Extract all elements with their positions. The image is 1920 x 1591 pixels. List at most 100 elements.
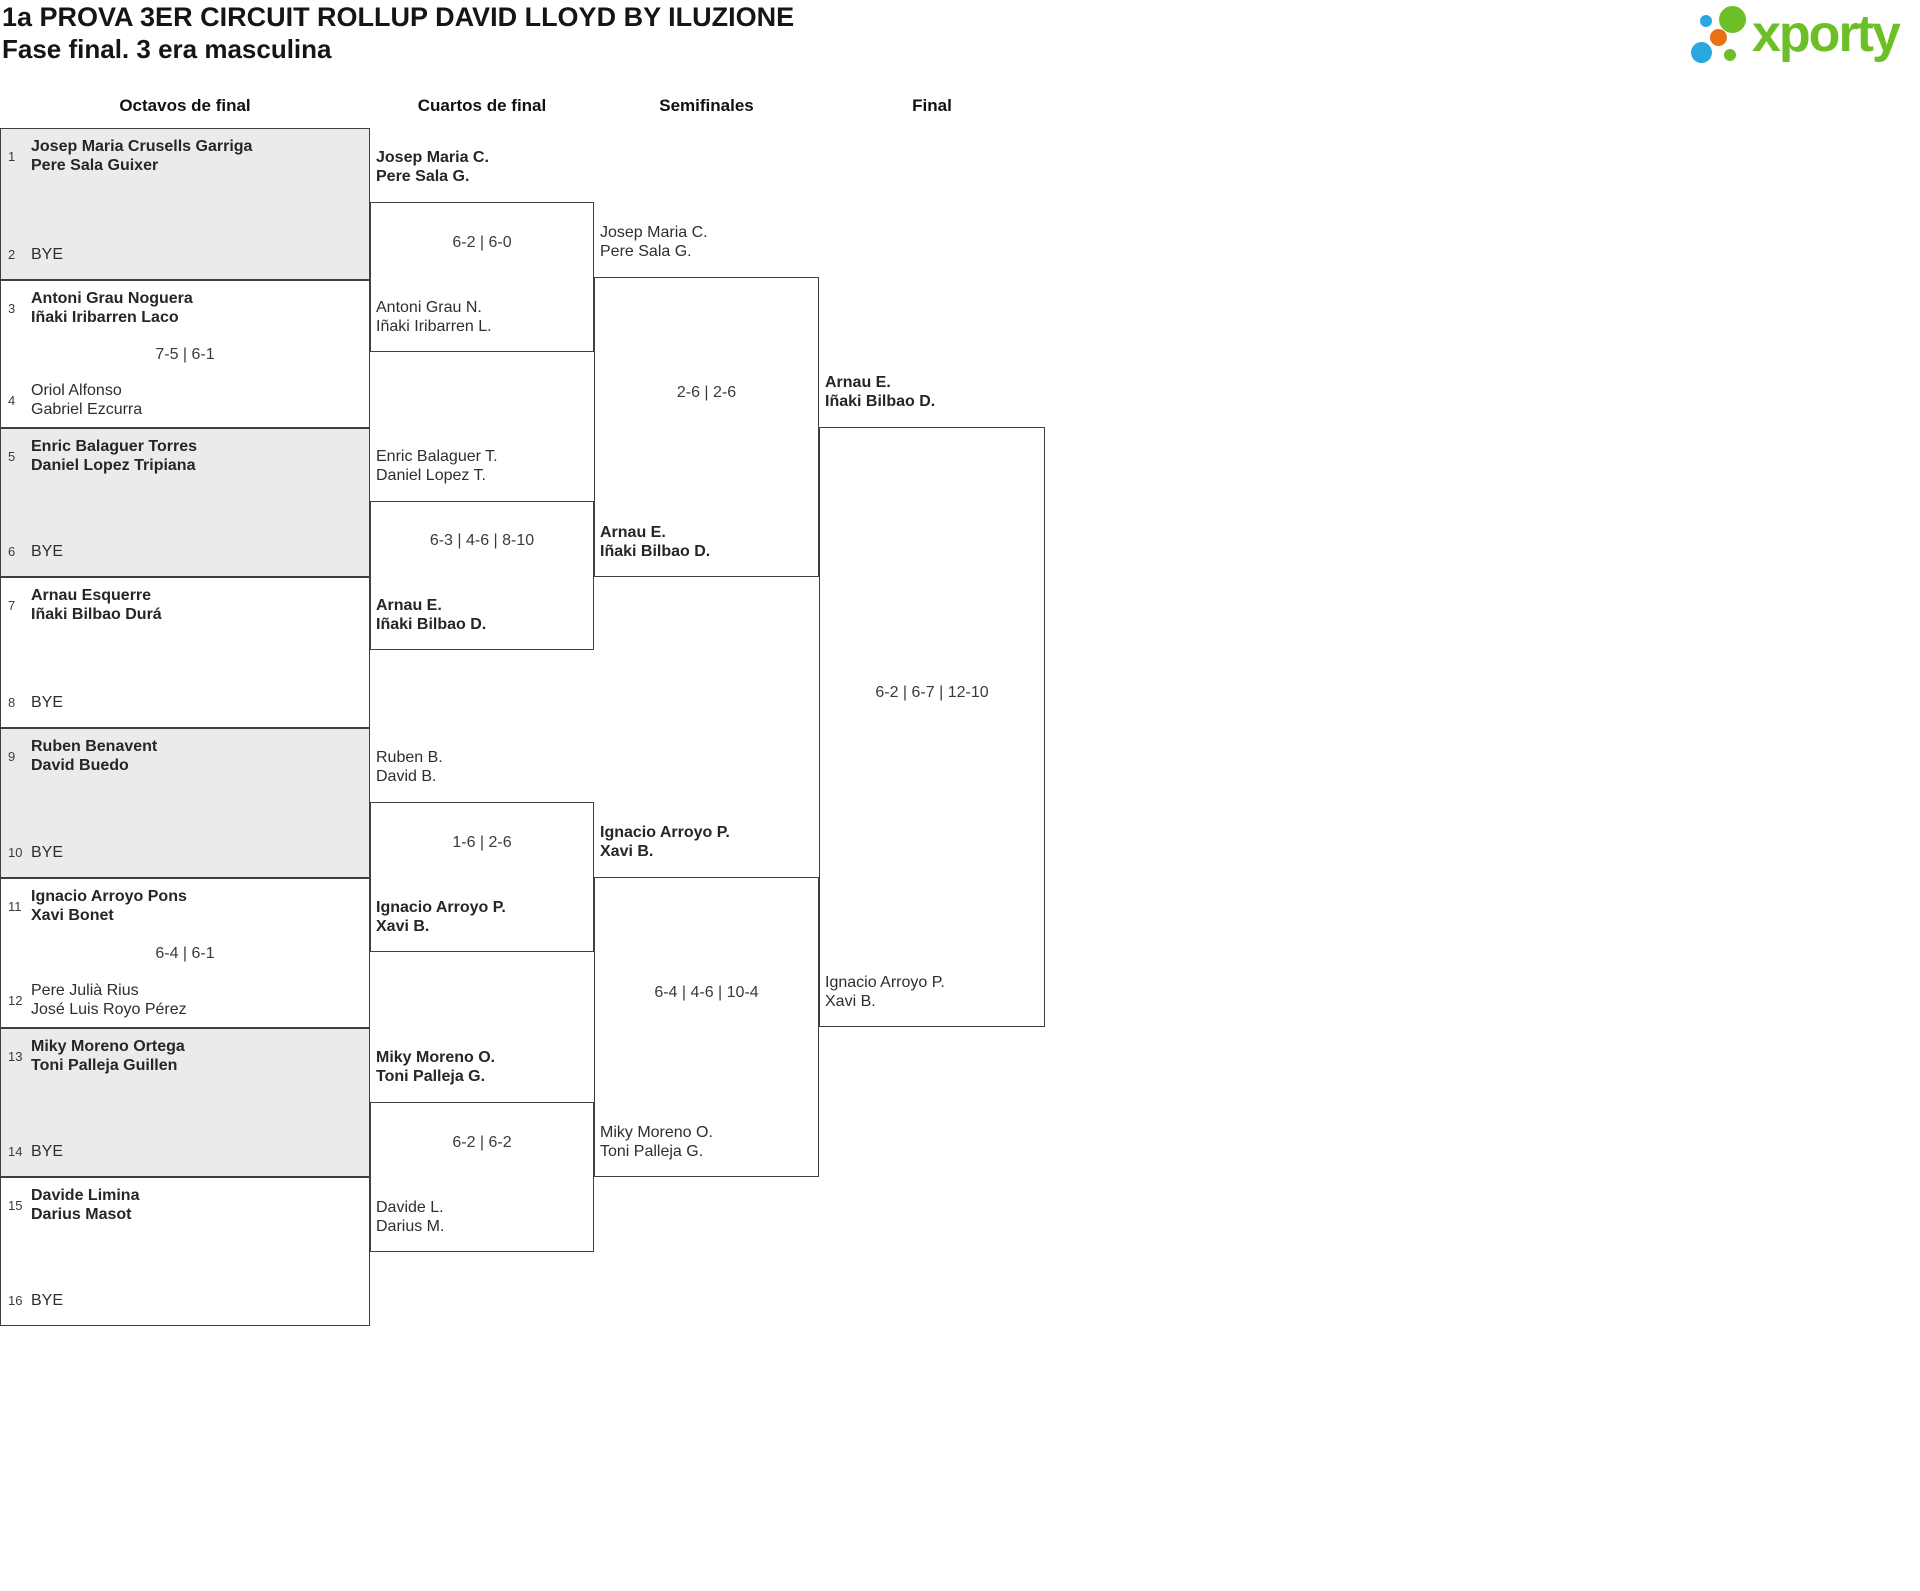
team-slot: 9 Ruben Benavent David Buedo [8, 737, 157, 775]
team-slot: Ignacio Arroyo P. Xavi B. [600, 823, 730, 861]
team-slot: Ignacio Arroyo P. Xavi B. [825, 973, 945, 1011]
team-name: Josep Maria Crusells Garriga [31, 138, 253, 155]
match-box-octavos-2: 3 Antoni Grau Noguera Iñaki Iribarren La… [0, 280, 370, 428]
seed-number: 12 [8, 992, 23, 1008]
team-name: Toni Palleja G. [376, 1068, 486, 1085]
team-name: Iñaki Bilbao D. [600, 543, 711, 560]
team-name: Antoni Grau Noguera [31, 290, 193, 307]
team-name: Xavi Bonet [31, 907, 114, 924]
team-name: Daniel Lopez T. [376, 467, 486, 484]
team-slot: 6 BYE [8, 542, 63, 561]
connector-semifinal-2 [594, 877, 819, 1177]
team-slot: 13 Miky Moreno Ortega Toni Palleja Guill… [8, 1037, 185, 1075]
seed-number: 13 [8, 1048, 23, 1064]
match-box-octavos-5: 9 Ruben Benavent David Buedo 10 BYE [0, 728, 370, 878]
match-box-octavos-6: 11 Ignacio Arroyo Pons Xavi Bonet 6-4 | … [0, 878, 370, 1028]
team-name: Iñaki Bilbao D. [825, 393, 936, 410]
logo-dot-blue-small [1700, 15, 1712, 27]
seed-number: 6 [8, 544, 16, 559]
team-name: Darius M. [376, 1218, 445, 1235]
team-name: Miky Moreno O. [376, 1049, 496, 1066]
team-name: Iñaki Bilbao D. [376, 616, 487, 633]
team-slot: Ruben B. David B. [376, 748, 443, 786]
match-score: 7-5 | 6-1 [155, 346, 215, 363]
seed-number: 14 [8, 1144, 23, 1159]
connector-cuartos-2 [370, 501, 594, 650]
match-box-octavos-1: 1 Josep Maria Crusells Garriga Pere Sala… [0, 128, 370, 280]
logo-dot-blue-large [1691, 42, 1712, 63]
team-name: José Luis Royo Pérez [31, 1001, 187, 1018]
team-name: Ruben Benavent [31, 738, 158, 755]
round-header-octavos: Octavos de final [119, 96, 251, 115]
team-name: Enric Balaguer T. [376, 448, 498, 465]
match-score: 6-3 | 4-6 | 8-10 [429, 532, 535, 549]
team-slot: Josep Maria C. Pere Sala G. [600, 223, 708, 261]
team-name: Iñaki Iribarren L. [376, 318, 492, 335]
logo-wordmark: xporty [1752, 5, 1901, 63]
match-score: 6-4 | 6-1 [155, 945, 215, 962]
team-slot: Miky Moreno O. Toni Palleja G. [376, 1048, 495, 1086]
team-name: Josep Maria C. [376, 149, 489, 166]
team-name: Davide Limina [31, 1187, 140, 1204]
seed-number: 1 [8, 148, 16, 164]
phase-subtitle: Fase final. 3 era masculina [2, 34, 332, 64]
seed-number: 9 [8, 748, 16, 764]
logo-dot-green-small [1724, 49, 1736, 61]
team-name: Pere Sala G. [376, 168, 470, 185]
team-name: Pere Sala Guixer [31, 157, 159, 174]
seed-number: 3 [8, 300, 16, 316]
seed-number: 7 [8, 597, 16, 613]
match-box-octavos-8: 15 Davide Limina Darius Masot 16 BYE [0, 1177, 370, 1326]
match-score: 1-6 | 2-6 [452, 834, 512, 851]
round-header-final: Final [912, 96, 952, 115]
team-name: Ignacio Arroyo Pons [31, 888, 187, 905]
seed-number: 5 [8, 448, 16, 464]
team-name: Darius Masot [31, 1206, 132, 1223]
team-name: Xavi B. [600, 843, 654, 860]
team-name: Xavi B. [825, 993, 876, 1010]
match-box-octavos-7: 13 Miky Moreno Ortega Toni Palleja Guill… [0, 1028, 370, 1177]
logo-dot-orange [1710, 29, 1727, 46]
team-name: Pere Julià Rius [31, 982, 139, 999]
team-slot: Antoni Grau N. Iñaki Iribarren L. [376, 298, 492, 336]
team-slot: 7 Arnau Esquerre Iñaki Bilbao Durá [8, 586, 162, 624]
bye-label: BYE [31, 694, 64, 711]
bye-label: BYE [31, 1143, 64, 1160]
team-name: Daniel Lopez Tripiana [31, 457, 196, 474]
team-slot: Arnau E. Iñaki Bilbao D. [825, 373, 935, 411]
seed-number: 16 [8, 1293, 23, 1308]
match-score: 6-2 | 6-7 | 12-10 [875, 684, 989, 701]
team-name: Arnau E. [825, 374, 891, 391]
team-name: Antoni Grau N. [376, 299, 482, 316]
team-name: Iñaki Iribarren Laco [31, 309, 179, 326]
team-slot: 8 BYE [8, 693, 63, 712]
team-slot: 2 BYE [8, 245, 63, 264]
connector-cuartos-4 [370, 1102, 594, 1252]
match-score: 6-4 | 4-6 | 10-4 [654, 984, 759, 1001]
team-slot: 11 Ignacio Arroyo Pons Xavi Bonet [8, 887, 187, 925]
team-name: Josep Maria C. [600, 224, 708, 241]
team-name: Arnau E. [600, 524, 666, 541]
team-slot: 5 Enric Balaguer Torres Daniel Lopez Tri… [8, 437, 197, 475]
match-box-octavos-4: 7 Arnau Esquerre Iñaki Bilbao Durá 8 BYE [0, 577, 370, 728]
team-name: Pere Sala G. [600, 243, 692, 260]
team-slot: 15 Davide Limina Darius Masot [8, 1186, 139, 1224]
team-name: Ignacio Arroyo P. [600, 824, 730, 841]
seed-number: 4 [8, 392, 16, 408]
team-slot: Josep Maria C. Pere Sala G. [376, 148, 489, 186]
round-header-semifinales: Semifinales [659, 96, 754, 115]
tournament-title: 1a PROVA 3ER CIRCUIT ROLLUP DAVID LLOYD … [2, 2, 795, 32]
team-name: Arnau E. [376, 597, 442, 614]
connector-final [819, 427, 1045, 1027]
round-header-cuartos: Cuartos de final [417, 96, 547, 115]
match-score: 2-6 | 2-6 [676, 384, 737, 401]
bye-label: BYE [31, 1292, 64, 1309]
team-name: Ignacio Arroyo P. [825, 974, 945, 991]
team-slot: 4 Oriol Alfonso Gabriel Ezcurra [8, 381, 142, 419]
match-score: 6-2 | 6-0 [452, 234, 512, 251]
team-name: Ignacio Arroyo P. [376, 899, 506, 916]
team-name: Gabriel Ezcurra [31, 401, 143, 418]
team-slot: Arnau E. Iñaki Bilbao D. [600, 523, 710, 561]
connector-semifinal-1 [594, 277, 819, 577]
